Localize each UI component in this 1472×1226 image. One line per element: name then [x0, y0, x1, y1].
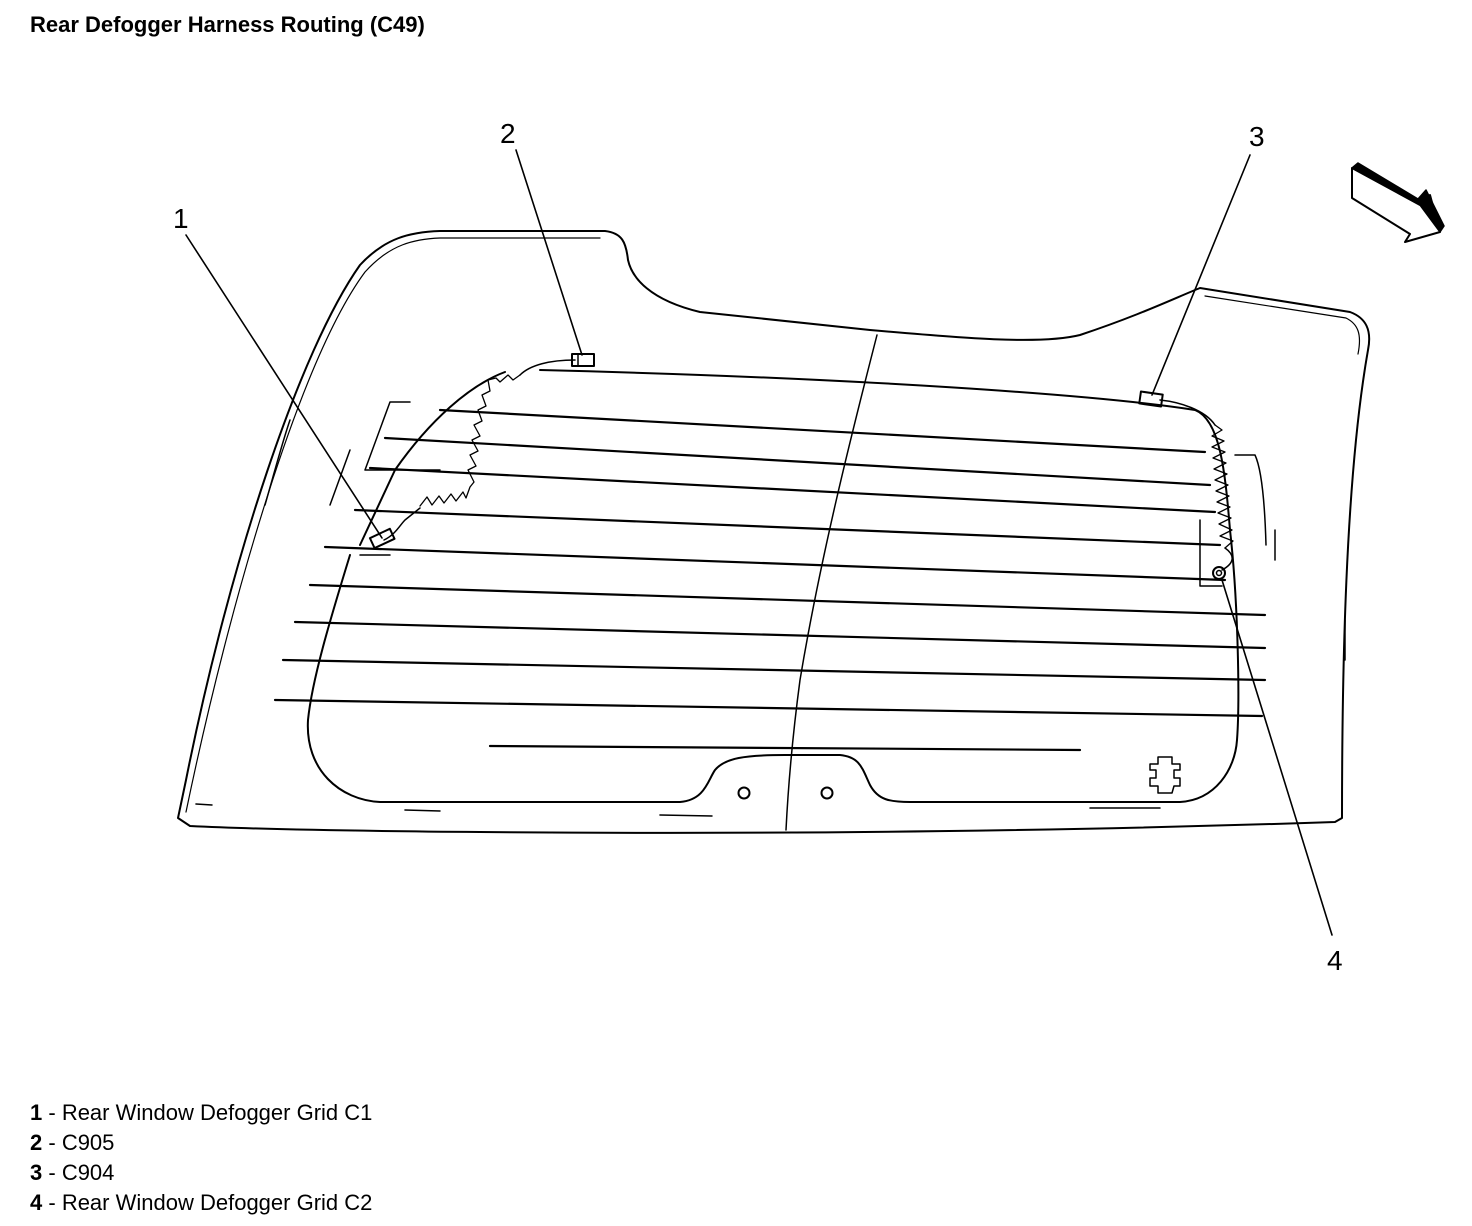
left-harness-coil [419, 374, 521, 507]
glass-outer-outline [177, 230, 1371, 834]
legend-row-1: 1 - Rear Window Defogger Grid C1 [30, 1098, 372, 1128]
legend-sep: - [42, 1190, 62, 1215]
callout-3: 3 [1249, 121, 1265, 152]
callout-2: 2 [500, 118, 516, 149]
legend-text: C904 [61, 1160, 115, 1185]
legend-text: C905 [61, 1130, 115, 1155]
leader-lines [185, 149, 1333, 936]
legend-row-3: 3 - C904 [30, 1158, 372, 1188]
legend-num: 3 [30, 1160, 43, 1185]
legend-sep: - [42, 1100, 62, 1125]
legend-text: Rear Window Defogger Grid C2 [61, 1190, 373, 1215]
mount-hole-right [820, 786, 834, 800]
legend-row-4: 4 - Rear Window Defogger Grid C2 [30, 1188, 372, 1218]
diagram-title: Rear Defogger Harness Routing (C49) [30, 12, 425, 37]
legend-row-2: 2 - C905 [30, 1128, 372, 1158]
glass-outer-inner-edge [185, 237, 601, 813]
legend-sep: - [42, 1130, 62, 1155]
defogger-grid-lines [273, 408, 1267, 752]
right-harness-wire [1159, 399, 1233, 571]
legend-num: 1 [30, 1100, 43, 1125]
legend-num: 4 [30, 1190, 43, 1215]
connector-c905 [571, 353, 595, 367]
callout-4: 4 [1327, 945, 1343, 976]
mount-hole-left [737, 786, 751, 800]
legend-sep: - [42, 1160, 62, 1185]
connector-c904 [1138, 390, 1164, 408]
connector-c2 [1212, 566, 1226, 580]
legend-num: 2 [30, 1130, 43, 1155]
center-seam [785, 334, 878, 831]
direction-arrow-icon [1351, 162, 1445, 243]
right-harness-coil [1211, 424, 1234, 549]
legend-text: Rear Window Defogger Grid C1 [61, 1100, 373, 1125]
defogger-area-outline [306, 369, 1240, 803]
legend: 1 - Rear Window Defogger Grid C1 2 - C90… [30, 1098, 372, 1218]
glass-right-inner-edge [1204, 295, 1361, 355]
callout-1: 1 [173, 203, 189, 234]
clip-symbol [1149, 756, 1181, 794]
left-harness-wire [383, 359, 576, 541]
